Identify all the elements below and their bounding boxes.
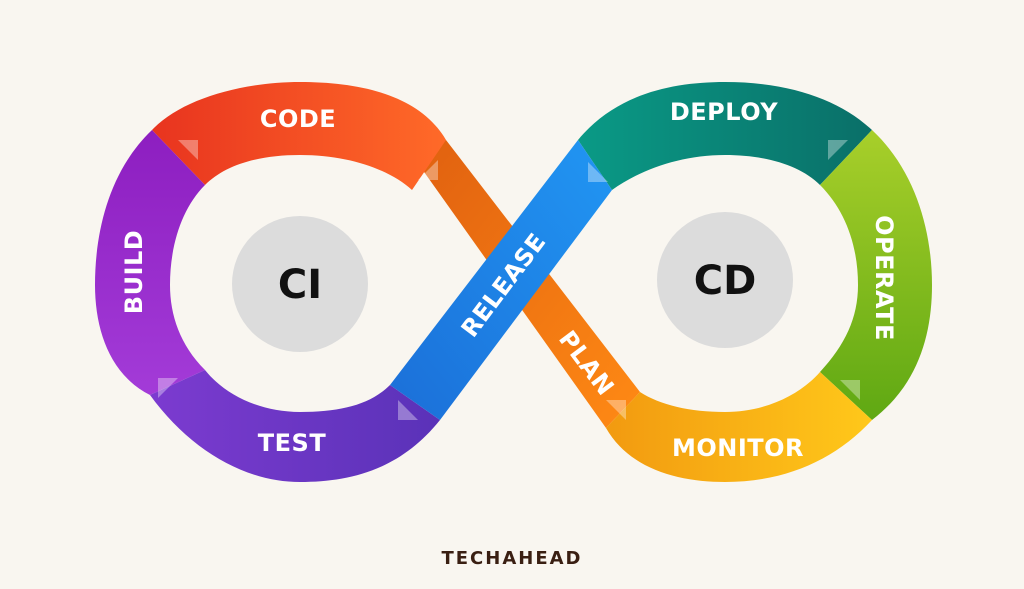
ci-hub xyxy=(232,216,368,352)
fold-corner-icons xyxy=(158,140,860,420)
cd-label: CD xyxy=(694,258,757,304)
ci-label: CI xyxy=(278,262,322,308)
test-segment xyxy=(150,370,440,482)
brand-logo: TECHAHEAD xyxy=(441,548,582,569)
release-segment xyxy=(390,140,612,420)
build-label: BUILD xyxy=(120,230,148,314)
operate-label: OPERATE xyxy=(870,215,898,341)
deploy-label: DEPLOY xyxy=(670,98,778,126)
monitor-label: MONITOR xyxy=(672,434,804,462)
operate-segment xyxy=(820,130,932,420)
test-label: TEST xyxy=(258,429,327,457)
monitor-segment xyxy=(606,372,872,482)
code-segment xyxy=(152,82,446,190)
build-segment xyxy=(95,130,205,395)
code-label: CODE xyxy=(260,105,336,133)
cd-hub xyxy=(657,212,793,348)
deploy-segment xyxy=(578,82,872,190)
